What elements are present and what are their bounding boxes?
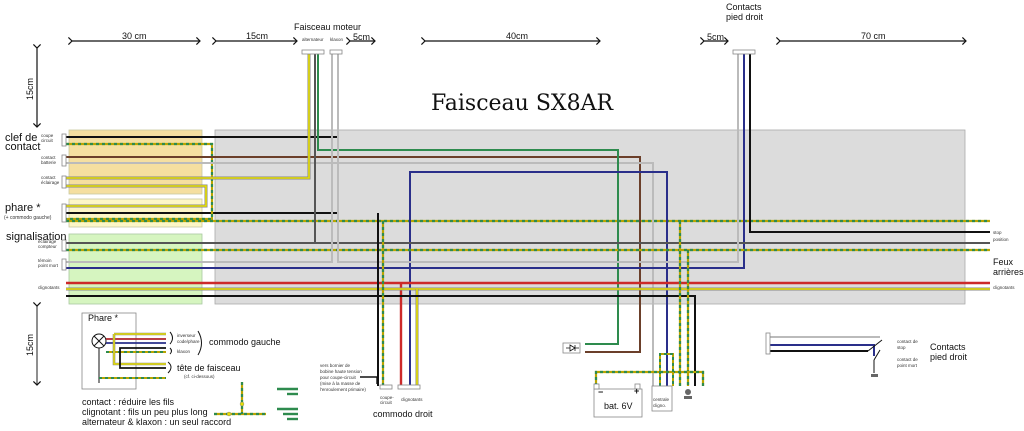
- dim-label-70cm: 70 cm: [861, 31, 886, 41]
- contacts-pied-droit-bottom-line1: Contacts: [930, 342, 966, 352]
- connector-eclairage-compteur: [61, 239, 67, 252]
- battery-minus: −: [598, 387, 604, 397]
- phare-inset-wires: [99, 332, 166, 379]
- wire-blue-point-mort: [66, 52, 745, 269]
- label-eclairage-compteur: éclairage compteur: [38, 239, 57, 249]
- contact-point-mort-2: point mort: [897, 363, 918, 368]
- rear-label-position: position: [993, 237, 1009, 242]
- zone-main-harness: [214, 129, 966, 305]
- wire-gray-batterie: [66, 162, 654, 386]
- wires: [66, 52, 990, 386]
- centrale-label-2: cligno.: [653, 403, 667, 408]
- contacts-pied-droit-top-line1: Contacts: [726, 2, 762, 12]
- tete-de-faisceau-sublabel: (cf. ci-dessous): [184, 374, 215, 379]
- diode-symbol: [562, 342, 581, 354]
- feux-arrieres-line1: Feux: [993, 257, 1014, 267]
- rear-label-clignotants: clignotants: [993, 285, 1015, 290]
- dim-label-15cm: 15cm: [246, 31, 269, 41]
- connector-commodo-coupe-circuit: [379, 384, 393, 390]
- clef-de-contact-line1: clef de: [5, 132, 38, 144]
- phare-inset-title: Phare *: [88, 313, 119, 323]
- label-inverseur: inverseur: [177, 333, 196, 338]
- connector-commodo-clignotants: [397, 384, 421, 390]
- label-clignotants-left: clignotants: [38, 285, 60, 290]
- contact-point-mort-1: contact de: [897, 357, 918, 362]
- battery-plus: +: [634, 386, 640, 396]
- wire-lightgray-temoin: [66, 52, 333, 263]
- commodo-note-2: bobine haute tension: [320, 369, 362, 374]
- connector-pied-droit-top: [732, 49, 756, 55]
- dim-label-15cm-left-top: 15cm: [25, 77, 35, 100]
- centrale-cligno-body: [651, 385, 673, 412]
- connector-temoin-point-mort: [61, 258, 67, 271]
- phare-label: phare *: [5, 202, 41, 214]
- commodo-note-5: l'enroulement primaire): [320, 387, 366, 392]
- dim-label-5cm-b: 5cm: [707, 32, 725, 42]
- faisceau-moteur-label: Faisceau moteur: [294, 22, 362, 32]
- raccord-connectors-icon: [277, 387, 298, 421]
- connector-contact-eclairage: [61, 175, 67, 189]
- pin-alternateur: alternateur: [302, 37, 324, 42]
- connector-coupe-circuit: [61, 133, 67, 147]
- wire-black-stop: [749, 52, 990, 233]
- label-contact-batterie: contact batterie: [41, 155, 57, 165]
- dimension-arrows: [32, 36, 967, 386]
- dim-label-40cm: 40cm: [506, 31, 529, 41]
- contact-stop-1: contact de: [897, 339, 918, 344]
- connector-phare: [61, 203, 67, 223]
- pin-klaxon: klaxon: [330, 37, 344, 42]
- clef-de-contact-line2: contact: [5, 141, 41, 153]
- brackets: [167, 330, 202, 374]
- contacts-pied-droit-bottom-line2: pied droit: [930, 352, 968, 362]
- connector-contact-batterie: [61, 154, 67, 167]
- label-coupe-circuit: coupe circuit: [41, 133, 54, 143]
- connectors: [61, 49, 771, 418]
- diode-glyph: [566, 344, 579, 352]
- signalisation-label: signalisation: [6, 231, 67, 243]
- note-clignotant: clignotant : fils un peu plus long: [82, 407, 208, 417]
- page-title: Faisceau SX8AR: [431, 91, 614, 116]
- note-contact: contact : réduire les fils: [82, 397, 175, 407]
- dim-label-5cm-a: 5cm: [353, 32, 371, 42]
- commodo-droit-label: commodo droit: [373, 409, 433, 419]
- tete-de-faisceau-label: tête de faisceau: [177, 363, 241, 373]
- connector-pied-droit-bottom: [765, 332, 771, 355]
- wire-blue-centrale: [409, 171, 668, 386]
- commodo-note-1: vers bornier de: [320, 363, 351, 368]
- commodo-note-3: pour coupe-circuit: [320, 375, 356, 380]
- centrale-label-1: centrale: [653, 397, 670, 402]
- connector-klaxon: [329, 49, 343, 55]
- label-commodo-coupe-circuit: coupe-circuit: [380, 395, 394, 405]
- connector-alternateur: [301, 49, 325, 55]
- wire-brown-batterie: [66, 156, 641, 353]
- battery-label: bat. 6V: [604, 401, 633, 411]
- contact-stop-2: stop: [897, 345, 906, 350]
- wire-green-alternateur: [317, 52, 619, 345]
- label-contact-eclairage: contact éclairage: [41, 175, 60, 185]
- phare-sublabel: (+ commodo gauche): [4, 215, 52, 221]
- label-temoin-point-mort: témoin point mort: [38, 258, 59, 268]
- note-alternateur-klaxon: alternateur & klaxon : un seul raccord: [82, 417, 232, 427]
- rear-label-stop: stop: [993, 230, 1002, 235]
- label-code-phare: code/phare: [177, 339, 200, 344]
- contacts-pied-droit-top-line2: pied droit: [726, 12, 764, 22]
- battery-body: [593, 388, 643, 418]
- raccord-t-icon: [214, 382, 266, 417]
- commodo-note-4: (mise à la masse de: [320, 381, 361, 386]
- dim-label-30cm: 30 cm: [122, 31, 147, 41]
- wire-black-bottom: [66, 295, 696, 386]
- label-commodo-clignotants: clignotants: [401, 397, 423, 402]
- dim-label-15cm-left-bottom: 15cm: [25, 333, 35, 356]
- commodo-gauche-label: commodo gauche: [209, 337, 281, 347]
- label-klaxon: klaxon: [177, 349, 191, 354]
- feux-arrieres-line2: arrières: [993, 267, 1024, 277]
